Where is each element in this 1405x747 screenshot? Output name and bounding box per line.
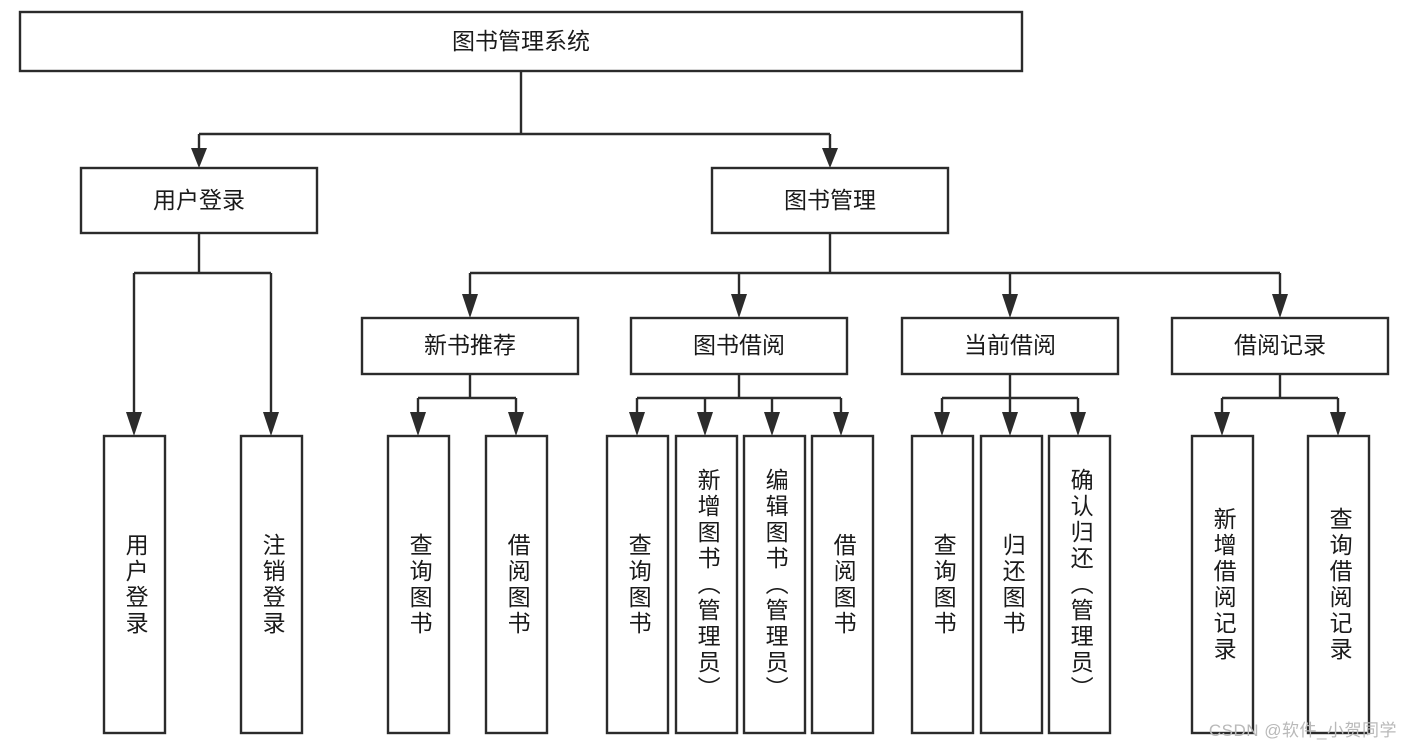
label-root: 图书管理系统 — [452, 28, 590, 54]
arrow-head-leaf-query-record — [1330, 412, 1346, 436]
node-box-leaf-return-book[interactable] — [979, 434, 1044, 735]
arrow-head-leaf-edit-book — [764, 412, 780, 436]
nodes-layer — [18, 10, 1390, 735]
arrow-head-new-book-recommend — [462, 294, 478, 318]
arrow-head-leaf-user-login — [126, 412, 142, 436]
arrow-head-book-management — [822, 148, 838, 168]
watermark-text: CSDN @软件_小贺同学 — [1208, 721, 1397, 740]
arrow-head-leaf-query-book-3 — [934, 412, 950, 436]
node-box-leaf-query-book-1[interactable] — [386, 434, 451, 735]
node-box-leaf-add-record[interactable] — [1190, 434, 1255, 735]
arrow-head-leaf-add-record — [1214, 412, 1230, 436]
connectors-layer — [126, 71, 1346, 436]
arrow-head-leaf-return-book — [1002, 412, 1018, 436]
node-box-leaf-borrow-book-1[interactable] — [484, 434, 549, 735]
arrow-head-leaf-borrow-book-1 — [508, 412, 524, 436]
label-current-borrow: 当前借阅 — [964, 332, 1056, 358]
node-box-book-borrow[interactable] — [629, 316, 849, 376]
node-box-user-login[interactable] — [79, 166, 319, 235]
node-box-borrow-record[interactable] — [1170, 316, 1390, 376]
arrow-head-leaf-logout — [263, 412, 279, 436]
node-box-root[interactable] — [18, 10, 1024, 73]
label-book-management: 图书管理 — [784, 187, 876, 213]
arrow-head-leaf-borrow-book-2 — [833, 412, 849, 436]
arrow-head-leaf-query-book-1 — [410, 412, 426, 436]
node-box-leaf-user-login[interactable] — [102, 434, 167, 735]
arrow-head-leaf-add-book — [697, 412, 713, 436]
arrow-head-leaf-query-book-2 — [629, 412, 645, 436]
label-user-login: 用户登录 — [153, 187, 245, 213]
label-new-book-recommend: 新书推荐 — [424, 332, 516, 358]
arrow-head-book-borrow — [731, 294, 747, 318]
node-box-current-borrow[interactable] — [900, 316, 1120, 376]
arrow-head-leaf-confirm-return — [1070, 412, 1086, 436]
horizontal-labels-layer: 图书管理系统 用户登录 图书管理 新书推荐 图书借阅 当前借阅 借阅记录 — [153, 28, 1326, 358]
arrow-head-user-login — [191, 148, 207, 168]
arrow-head-current-borrow — [1002, 294, 1018, 318]
node-box-leaf-confirm-return[interactable] — [1047, 434, 1112, 735]
node-box-leaf-logout[interactable] — [239, 434, 304, 735]
node-box-leaf-query-book-2[interactable] — [605, 434, 670, 735]
arrow-head-borrow-record — [1272, 294, 1288, 318]
node-box-leaf-borrow-book-2[interactable] — [810, 434, 875, 735]
label-book-borrow: 图书借阅 — [693, 332, 785, 358]
node-box-book-management[interactable] — [710, 166, 950, 235]
node-box-leaf-query-record[interactable] — [1306, 434, 1371, 735]
node-box-new-book-recommend[interactable] — [360, 316, 580, 376]
node-box-leaf-edit-book[interactable] — [742, 434, 807, 735]
node-box-leaf-add-book[interactable] — [674, 434, 739, 735]
label-borrow-record: 借阅记录 — [1234, 332, 1326, 358]
node-box-leaf-query-book-3[interactable] — [910, 434, 975, 735]
